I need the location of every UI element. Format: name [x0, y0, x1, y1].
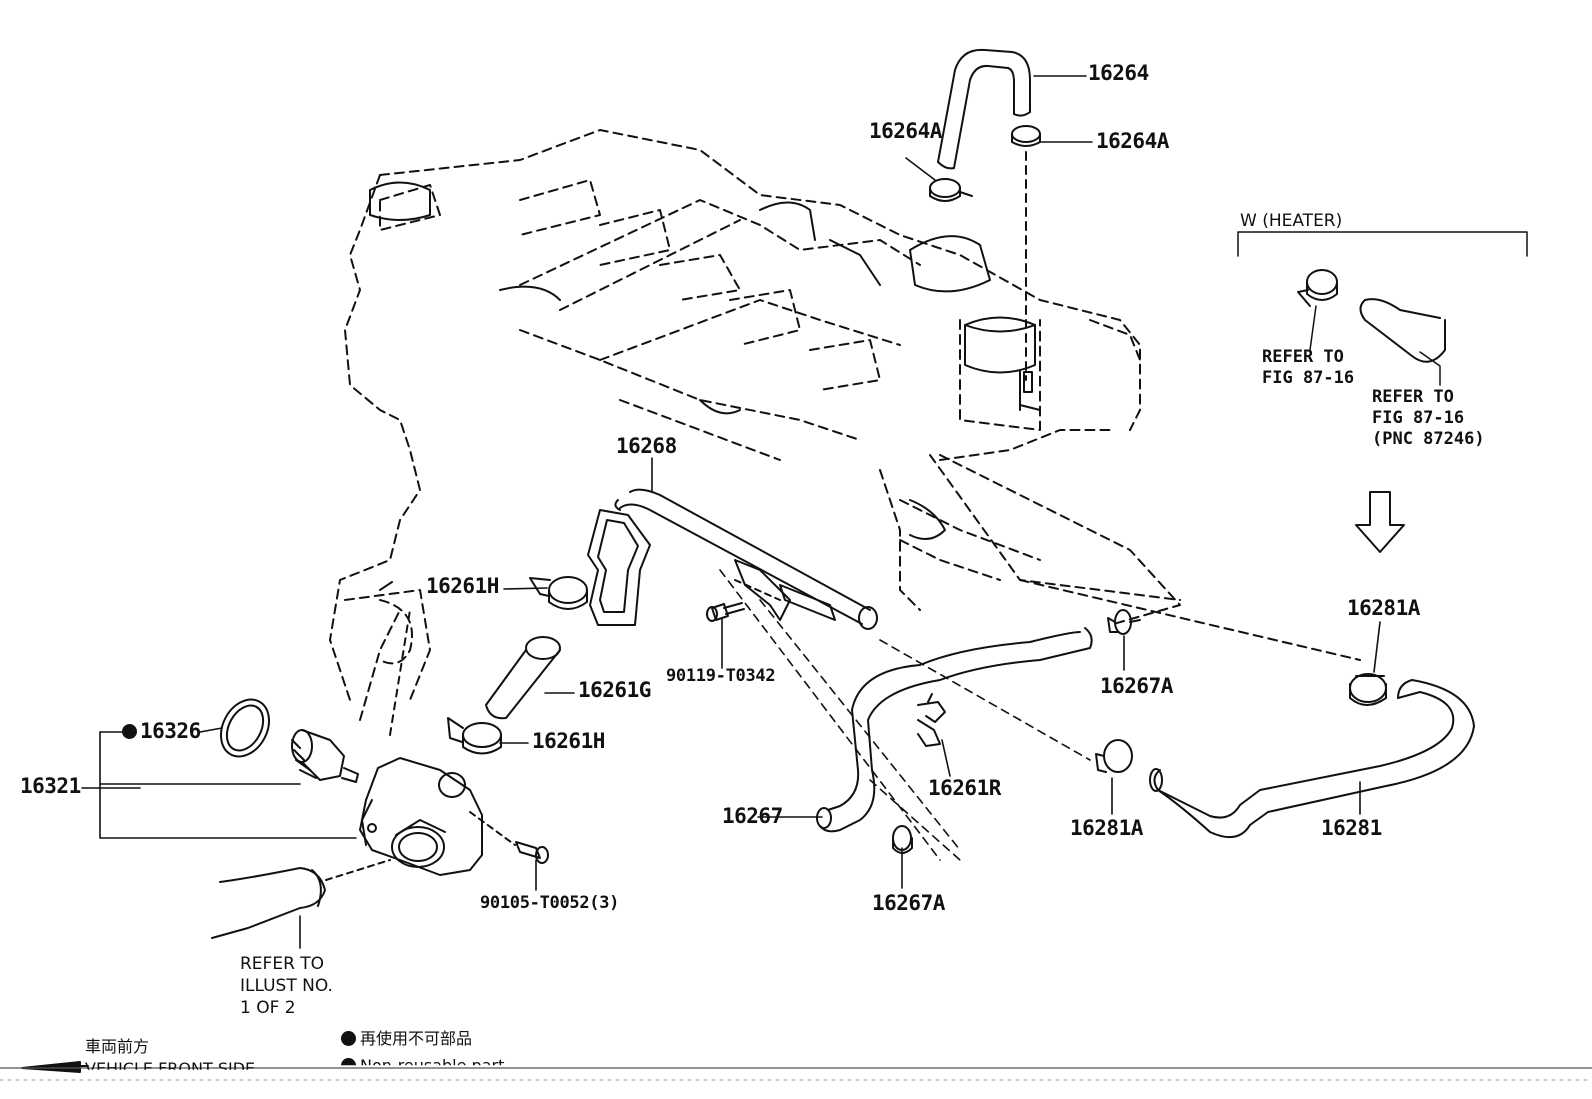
bolt-90105-routing-line [469, 811, 516, 846]
legend-nonreuse-en: Non-reusable part [360, 1056, 505, 1075]
heater-title: W (HEATER) [1240, 211, 1343, 231]
radiator-hose-stub [211, 867, 326, 939]
engine-block-outline [329, 129, 1361, 721]
clamp-16261H-bottom [447, 717, 502, 755]
legend-nonreuse-jp: 再使用不可部品 [360, 1029, 473, 1048]
clamp-16261H-top [529, 576, 588, 610]
label-16261G: 16261G [578, 678, 651, 702]
bolt-90119 [706, 602, 745, 622]
label-16267A-mid: 16267A [1100, 674, 1173, 698]
legend-front-en: VEHICLE FRONT SIDE [85, 1059, 256, 1078]
label-90105-T0052: 90105-T0052(3) [480, 893, 620, 913]
stub-routing-line [325, 859, 391, 881]
leader-bracket-16321 [99, 727, 357, 839]
engine-block-details [369, 181, 1041, 591]
label-16281A-top: 16281A [1347, 596, 1420, 620]
housing-routing-line [389, 609, 411, 736]
down-arrow-icon [1355, 491, 1405, 553]
label-16261H-top: 16261H [426, 574, 499, 598]
hose-16267 [816, 627, 1093, 833]
label-16261R: 16261R [928, 776, 1001, 800]
legend-nonreuse-jp-row: 再使用不可部品 [341, 1031, 472, 1047]
label-16264A-right: 16264A [1096, 129, 1169, 153]
non-reusable-dot-icon-2 [341, 1058, 356, 1066]
clamp-16264A-right [1011, 125, 1041, 147]
label-16261H-bottom: 16261H [532, 729, 605, 753]
label-16281: 16281 [1321, 816, 1382, 840]
label-16264A-left: 16264A [869, 119, 942, 143]
bolt-90105 [515, 841, 549, 864]
pipe-16268-bolt-line [734, 579, 781, 601]
vehicle-front-arrow-icon [21, 1061, 89, 1073]
heater-refer-right: REFER TO FIG 87-16 (PNC 87246) [1372, 387, 1485, 449]
gasket-16326 [220, 698, 270, 758]
water-inlet-housing [359, 757, 483, 876]
label-16268: 16268 [616, 434, 677, 458]
legend-front-jp: 車両前方 [85, 1037, 150, 1056]
hose-16264 [937, 48, 1031, 170]
label-16321: 16321 [20, 774, 81, 798]
heater-hose [1359, 298, 1446, 363]
routing-lines-mid [719, 569, 1091, 861]
non-reusable-dot-icon [341, 1031, 356, 1046]
hose-16281 [1149, 679, 1475, 839]
label-leaders [81, 75, 1381, 949]
clamp-16281A-left [1095, 739, 1133, 773]
thermostat-16321 [291, 729, 359, 783]
label-16267A-bottom: 16267A [872, 891, 945, 915]
legend-nonreuse-en-row: Non-reusable part [341, 1056, 505, 1075]
label-16267: 16267 [722, 804, 783, 828]
label-16281A-bottom: 16281A [1070, 816, 1143, 840]
clamp-16281A-right [1349, 673, 1387, 706]
clamp-16264A-left [929, 178, 973, 202]
clip-16261R [917, 693, 946, 747]
label-90119-T0342: 90119-T0342 [666, 666, 776, 686]
heater-leaders [1309, 305, 1441, 386]
hose-16261G [485, 636, 561, 720]
label-16326: 16326 [140, 719, 201, 743]
refer-illust-note: REFER TO ILLUST NO. 1 OF 2 [240, 954, 333, 1018]
clamp-16267A-mid [1107, 609, 1141, 635]
pipe-16268 [587, 488, 878, 630]
nipple [1023, 371, 1033, 393]
non-reusable-marker [122, 724, 137, 739]
heater-refer-left: REFER TO FIG 87-16 [1262, 347, 1355, 388]
heater-variant-bracket [1237, 231, 1528, 257]
label-16264: 16264 [1088, 61, 1149, 85]
heater-clamp [1297, 269, 1338, 307]
